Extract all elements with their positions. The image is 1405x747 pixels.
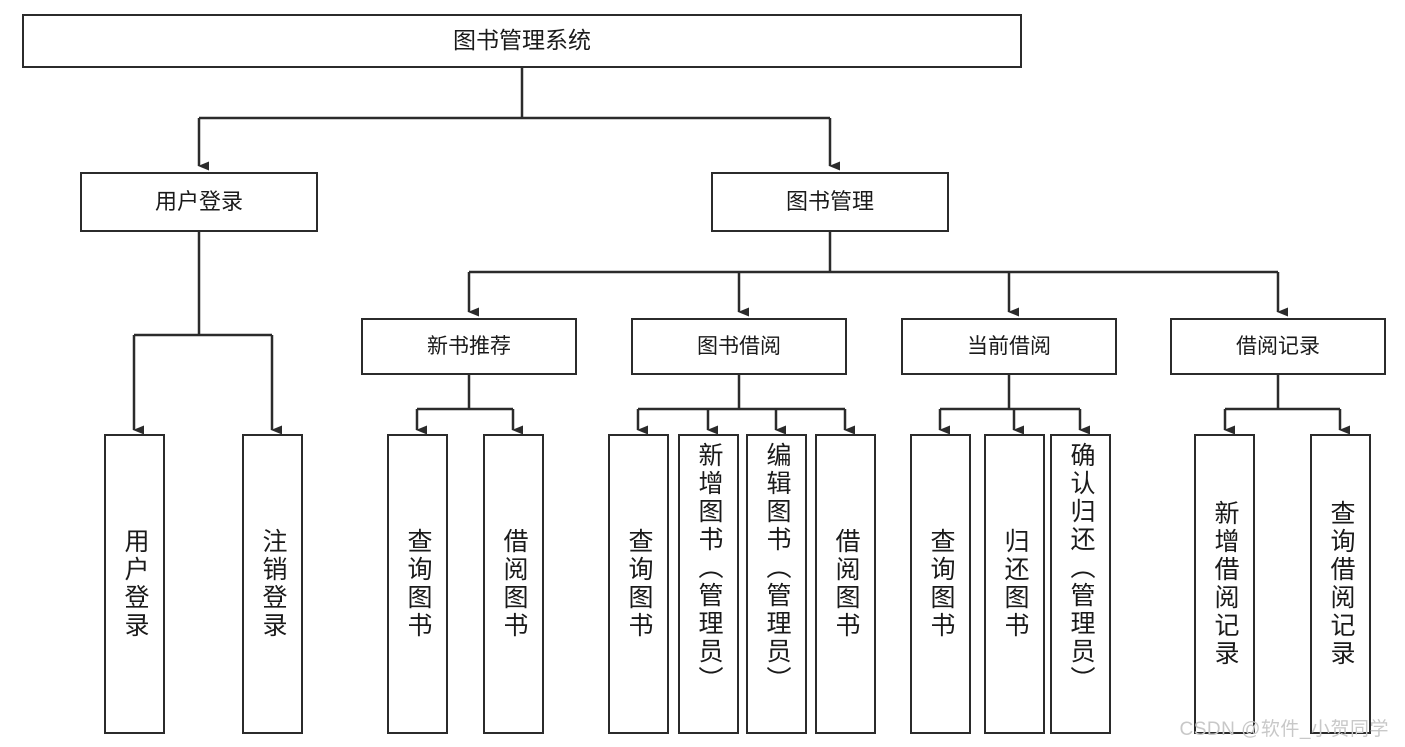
node-label: 新书推荐 — [427, 334, 511, 358]
node-new-book-recommend[interactable]: 新书推荐 — [361, 318, 577, 375]
leaf-new-book-query[interactable]: 查询图书 — [387, 434, 448, 734]
leaf-current-borrow-return[interactable]: 归还图书 — [984, 434, 1045, 734]
node-label: 当前借阅 — [967, 334, 1051, 358]
node-label: 查询借阅记录 — [1327, 500, 1355, 668]
leaf-current-borrow-confirm[interactable]: 确认归还（管理员） — [1050, 434, 1111, 734]
node-book-borrow[interactable]: 图书借阅 — [631, 318, 847, 375]
node-label: 确认归还（管理员） — [1067, 442, 1095, 694]
node-label: 归还图书 — [1001, 528, 1029, 640]
node-label: 编辑图书（管理员） — [763, 442, 791, 694]
node-label: 图书管理系统 — [453, 27, 591, 54]
leaf-book-borrow-edit[interactable]: 编辑图书（管理员） — [746, 434, 807, 734]
leaf-book-borrow-query[interactable]: 查询图书 — [608, 434, 669, 734]
node-label: 借阅记录 — [1236, 334, 1320, 358]
leaf-user-login-login[interactable]: 用户登录 — [104, 434, 165, 734]
node-label: 注销登录 — [259, 528, 287, 640]
node-label: 借阅图书 — [832, 528, 860, 640]
node-root-system[interactable]: 图书管理系统 — [22, 14, 1022, 68]
node-label: 借阅图书 — [500, 528, 528, 640]
leaf-new-book-borrow[interactable]: 借阅图书 — [483, 434, 544, 734]
leaf-user-login-logout[interactable]: 注销登录 — [242, 434, 303, 734]
node-borrow-record[interactable]: 借阅记录 — [1170, 318, 1386, 375]
node-label: 新增借阅记录 — [1211, 500, 1239, 668]
node-label: 查询图书 — [625, 528, 653, 640]
node-label: 图书借阅 — [697, 334, 781, 358]
node-label: 新增图书（管理员） — [695, 442, 723, 694]
node-label: 用户登录 — [154, 188, 243, 214]
node-current-borrow[interactable]: 当前借阅 — [901, 318, 1117, 375]
leaf-book-borrow-borrow[interactable]: 借阅图书 — [815, 434, 876, 734]
node-book-management[interactable]: 图书管理 — [711, 172, 949, 232]
node-label: 图书管理 — [785, 188, 874, 214]
leaf-borrow-record-query[interactable]: 查询借阅记录 — [1310, 434, 1371, 734]
leaf-book-borrow-add[interactable]: 新增图书（管理员） — [678, 434, 739, 734]
leaf-current-borrow-query[interactable]: 查询图书 — [910, 434, 971, 734]
node-label: 查询图书 — [927, 528, 955, 640]
leaf-borrow-record-add[interactable]: 新增借阅记录 — [1194, 434, 1255, 734]
node-label: 用户登录 — [121, 528, 149, 640]
node-label: 查询图书 — [404, 528, 432, 640]
node-user-login[interactable]: 用户登录 — [80, 172, 318, 232]
